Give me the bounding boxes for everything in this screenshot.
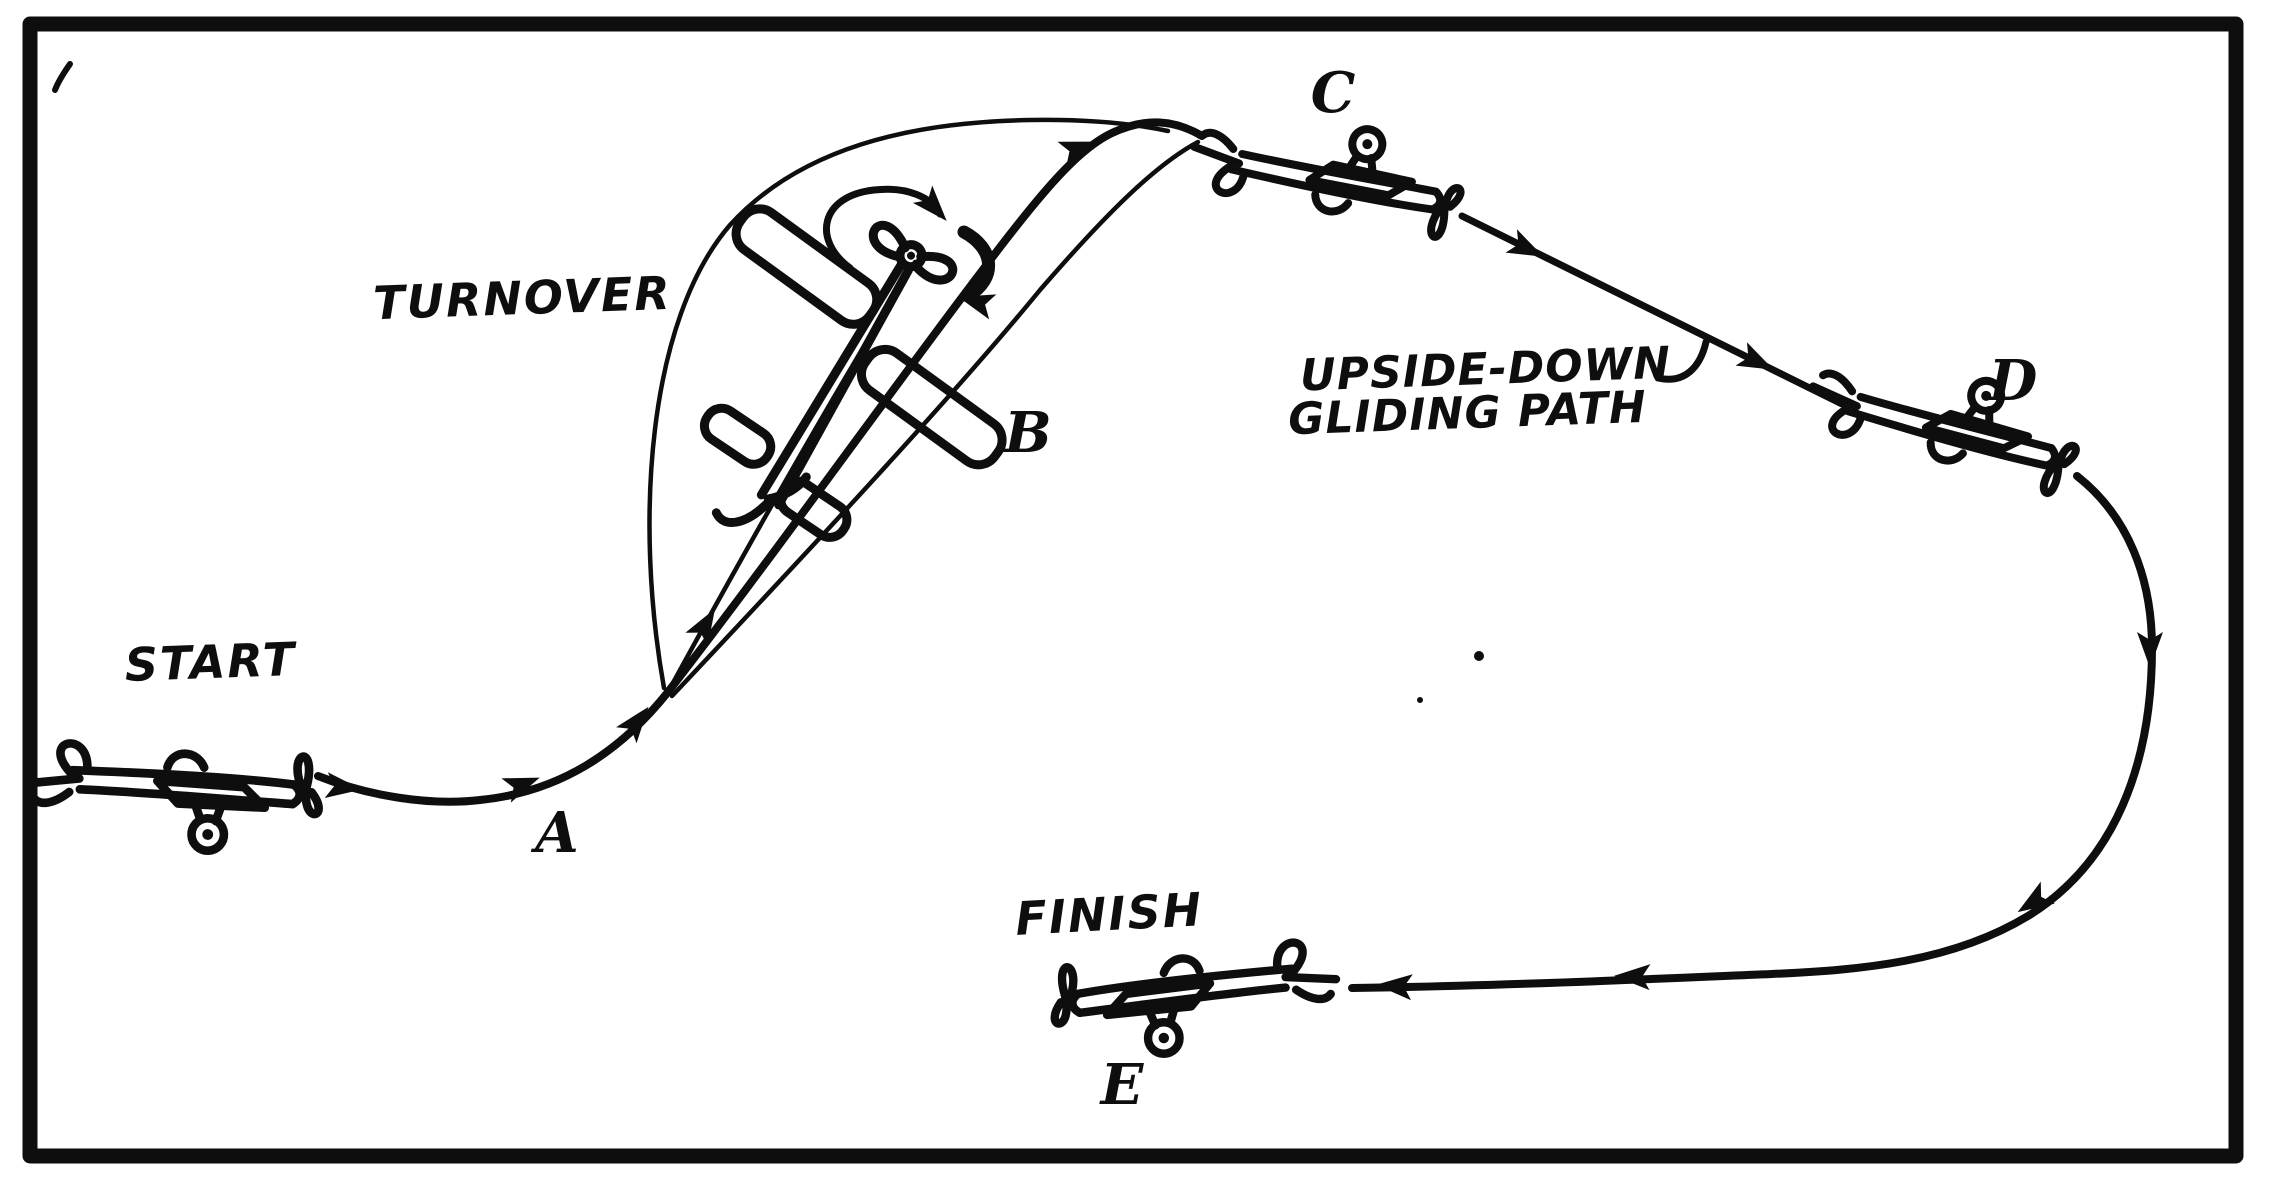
frame-border <box>22 16 2244 1164</box>
ink-dot <box>1417 697 1423 703</box>
ink-tick-mark <box>52 61 73 93</box>
waypoint-d: D <box>1987 348 2038 414</box>
waypoint-e: E <box>1099 1052 1145 1118</box>
waypoint-c: C <box>1311 60 1356 126</box>
ink-dot <box>1474 651 1484 661</box>
start-plane <box>26 731 321 860</box>
label-start: START <box>124 632 299 692</box>
path-arrowhead <box>1505 229 1550 269</box>
finish-plane <box>1055 943 1336 1054</box>
flight-path-return <box>1348 472 2163 1001</box>
label-finish: FINISH <box>1014 882 1204 946</box>
label-gliding-path: GLIDING PATH <box>1287 382 1647 445</box>
roll-arrows <box>823 185 997 320</box>
label-turnover: TURNOVER <box>372 266 672 330</box>
turnover-plane <box>605 160 1070 623</box>
path-arrowhead <box>1735 342 1780 382</box>
waypoint-a: A <box>530 800 578 866</box>
label-leader-line <box>1654 338 1710 383</box>
roll-arrow-loop <box>823 185 944 272</box>
waypoint-b: B <box>1002 400 1051 466</box>
roll-arrow-crescent <box>957 225 995 303</box>
inverted-plane-d <box>1800 321 2088 520</box>
gliding-path-line <box>1458 212 1846 408</box>
